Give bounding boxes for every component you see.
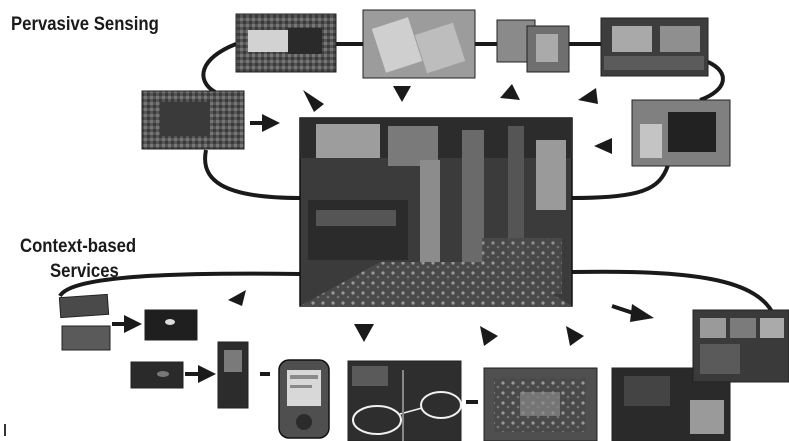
triangle-arrow-icon: [480, 326, 498, 346]
photo-tag-screen: [144, 309, 198, 341]
services-label: Services: [50, 261, 119, 282]
triangle-arrow-icon: [393, 86, 411, 102]
photo-tag-pair: [58, 293, 111, 351]
photo-monitors: [600, 17, 709, 77]
photo-circuit: [141, 90, 245, 150]
photo-monitor-wall: [692, 309, 789, 383]
photo-central-room: [299, 117, 573, 307]
photo-dark-room: [611, 367, 731, 441]
triangle-arrow-icon: [124, 315, 142, 333]
triangle-arrow-icon: [228, 290, 246, 306]
triangle-arrow-icon: [594, 138, 612, 154]
triangle-arrow-icon: [500, 84, 520, 100]
photo-map-view: [347, 360, 462, 441]
connector-dash-icon: [466, 400, 478, 404]
photo-small-sensors: [496, 19, 570, 73]
photo-display-right: [631, 99, 731, 167]
context-based-label: Context-based: [20, 236, 137, 257]
photo-floor-map: [483, 367, 598, 441]
sensing-loop-left-lower: [203, 149, 301, 200]
photo-vertical-panel: [217, 341, 249, 409]
sensing-loop-curve: [201, 42, 237, 94]
connector-dash-icon: [260, 372, 270, 376]
services-loop-curve: [58, 271, 301, 298]
sensing-loop-right-lower: [571, 164, 670, 200]
photo-badge-devices: [362, 9, 476, 79]
page-margin-mark: [4, 424, 6, 436]
triangle-arrow-icon: [303, 90, 324, 112]
sensing-loop-right-curve: [699, 60, 725, 102]
triangle-arrow-icon: [262, 114, 280, 132]
triangle-arrow-icon: [578, 88, 598, 104]
triangle-arrow-icon: [566, 326, 584, 346]
triangle-arrow-icon: [354, 324, 374, 342]
photo-dark-device: [130, 361, 184, 389]
services-loop-right: [571, 269, 777, 319]
triangle-arrow-icon: [630, 304, 654, 322]
pervasive-sensing-label: Pervasive Sensing: [11, 14, 159, 35]
photo-pda: [278, 359, 330, 439]
photo-sensor-board: [235, 13, 337, 73]
triangle-arrow-icon: [198, 365, 216, 383]
